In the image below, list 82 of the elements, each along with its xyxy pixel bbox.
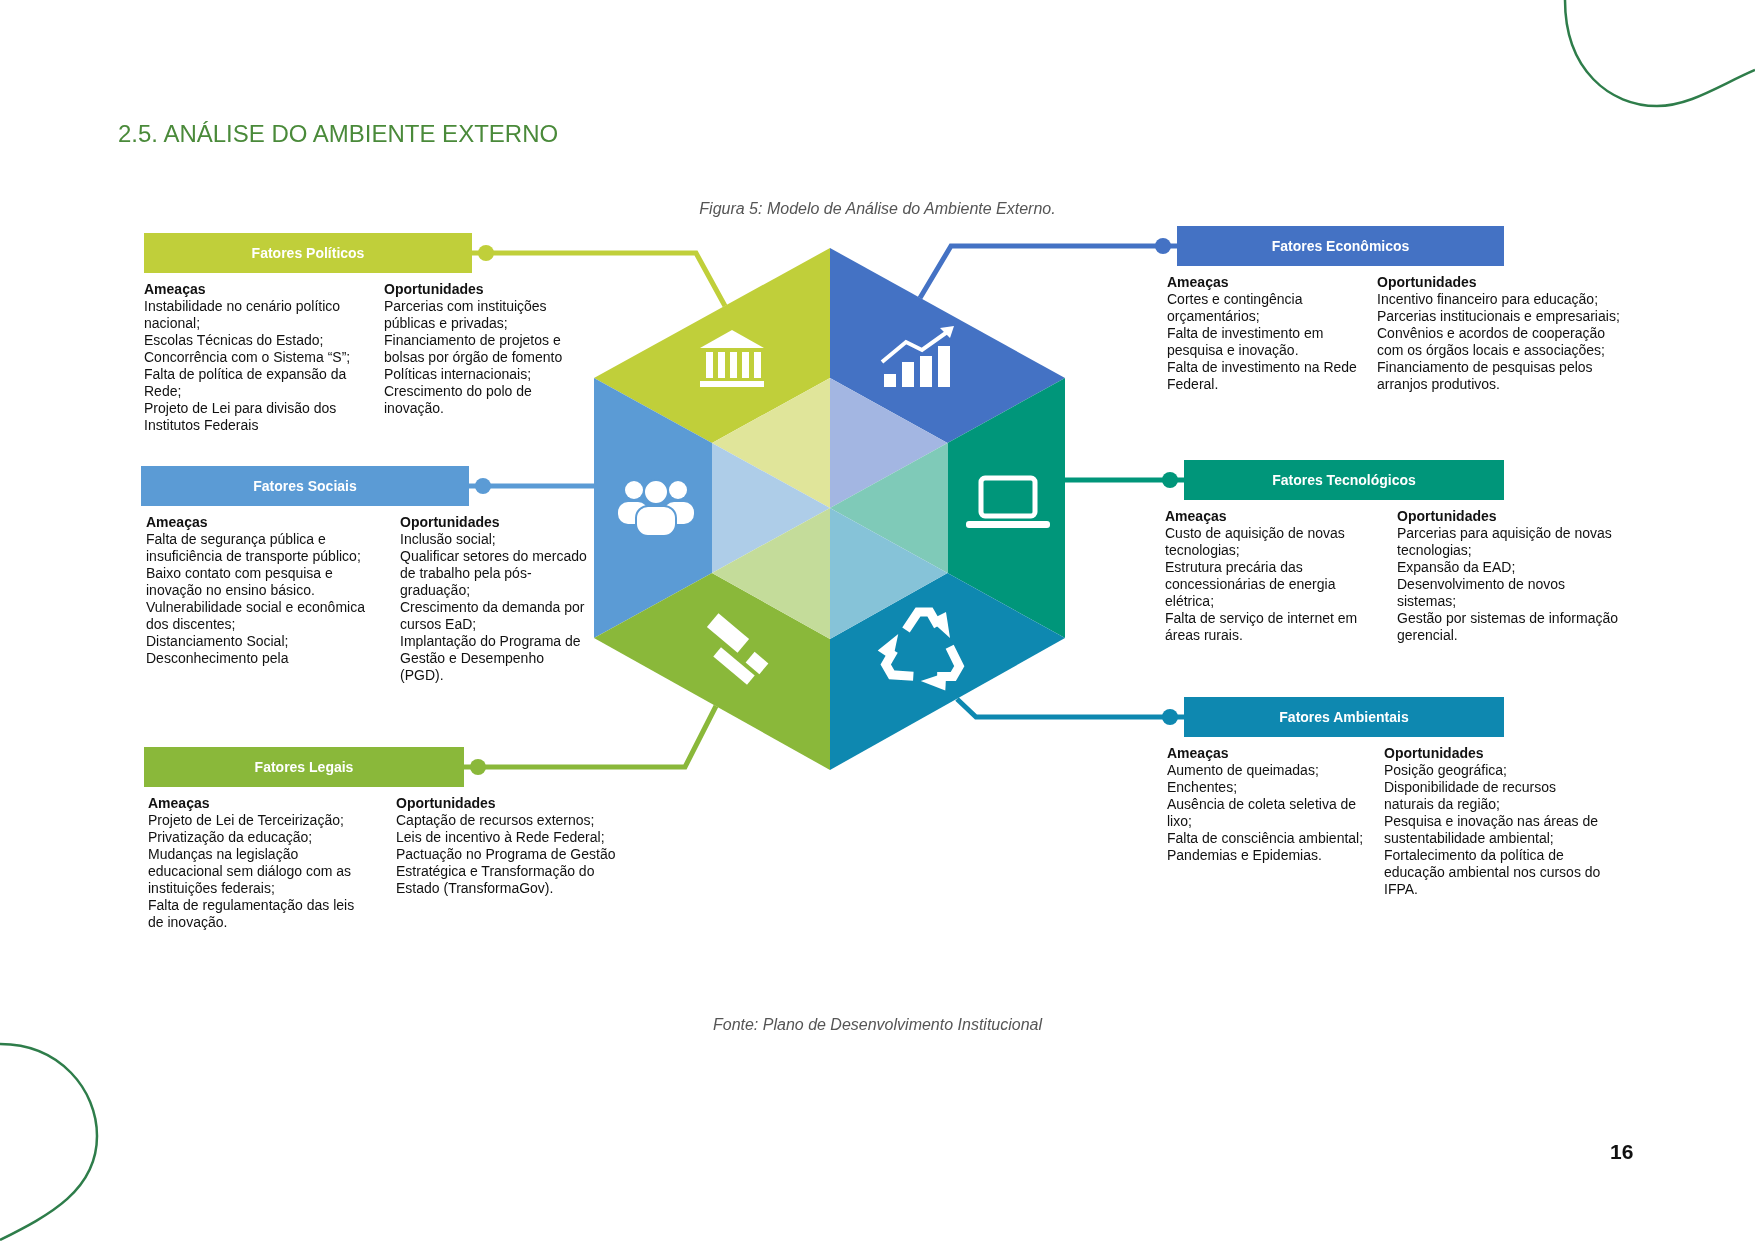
list-item: Privatização da educação; [148,829,314,846]
list-item: Falta de serviço de internet em áreas rurais. [1165,610,1359,644]
leader-line [469,478,594,494]
hexagon-segment [830,508,1065,770]
column-heading: Oportunidades [1384,745,1485,762]
hexagon-segment [594,378,830,638]
list-item: Falta de investimento na Rede Federal. [1167,359,1358,393]
list-item: Políticas internacionais; [384,366,533,383]
list-item: Qualificar setores do mercado de trabalho pela pós-graduação; [400,548,588,599]
column-heading: Oportunidades [384,281,485,298]
column-heading: Ameaças [1167,274,1230,291]
leader-line [472,245,728,308]
list-item: Mudanças na legislação educacional sem diálogo com as instituições federais; [148,846,353,897]
hexagon-segment [594,508,830,770]
category-header-bar: Fatores Políticos [144,233,472,273]
category-header-bar: Fatores Sociais [141,466,469,506]
list-item: Parcerias institucionais e empresariais; [1377,308,1621,325]
leader-line [1065,472,1184,488]
column-heading: Oportunidades [1397,508,1498,525]
list-item: Cortes e contingência orçamentários; [1167,291,1304,325]
list-item: Ausência de coleta seletiva de lixo; [1167,796,1358,830]
category-header-bar: Fatores Tecnológicos [1184,460,1504,500]
list-item: Captação de recursos externos; [396,812,596,829]
list-item: Incentivo financeiro para educação; [1377,291,1600,308]
list-item: Falta de consciência ambiental; [1167,830,1365,847]
list-item: Parcerias com instituições públicas e privadas; [384,298,548,332]
category-header-bar: Fatores Econômicos [1177,226,1504,266]
list-item: Posição geográfica; [1384,762,1508,779]
column-heading: Ameaças [146,514,209,531]
list-item: Pactuação no Programa de Gestão Estratégica e Transformação do Estado (TransformaGov). [396,846,616,897]
list-item: Financiamento de pesquisas pelos arranjos produtivos. [1377,359,1594,393]
list-item: Projeto de Lei para divisão dos Institutos Federais [144,400,338,434]
list-item: Crescimento da demanda por cursos EaD; [400,599,586,633]
list-item: Desenvolvimento de novos sistemas; [1397,576,1567,610]
list-item: Enchentes; [1167,779,1239,796]
list-item: Vulnerabilidade social e econômica dos discentes; [146,599,366,633]
category-header-bar: Fatores Legais [144,747,464,787]
column-heading: Ameaças [148,795,211,812]
list-item: Distanciamento Social; [146,633,290,650]
list-item: Pandemias e Epidemias. [1167,847,1323,864]
list-item: Fortalecimento da política de educação ambiental nos cursos do IFPA. [1384,847,1602,898]
list-item: Instabilidade no cenário político nacional; [144,298,342,332]
list-item: Escolas Técnicas do Estado; [144,332,325,349]
list-item: Falta de segurança pública e insuficiência de transporte público; [146,531,362,565]
leader-line [917,238,1177,300]
list-item: Financiamento de projetos e bolsas por órgão de fomento [384,332,564,366]
list-item: Leis de incentivo à Rede Federal; [396,829,606,846]
column-heading: Ameaças [1167,745,1230,762]
list-item: Falta de investimento em pesquisa e inovação. [1167,325,1325,359]
list-item: Inclusão social; [400,531,497,548]
list-item: Convênios e acordos de cooperação com os órgãos locais e associações; [1377,325,1607,359]
column-heading: Oportunidades [1377,274,1478,291]
page-number: 16 [1610,1140,1634,1164]
column-heading: Oportunidades [396,795,497,812]
list-item: Desconhecimento pela [146,650,290,667]
list-item: Baixo contato com pesquisa e inovação no ensino básico. [146,565,334,599]
list-item: Estrutura precária das concessionárias de energia elétrica; [1165,559,1337,610]
list-item: Projeto de Lei de Terceirização; [148,812,345,829]
list-item: Implantação do Programa de Gestão e Desempenho (PGD). [400,633,582,684]
hexagon-segment [830,378,1065,638]
list-item: Crescimento do polo de inovação. [384,383,533,417]
list-item: Disponibilidade de recursos naturais da região; [1384,779,1557,813]
category-header-bar: Fatores Ambientais [1184,697,1504,737]
leader-line [955,697,1184,725]
list-item: Concorrência com o Sistema “S”; [144,349,352,366]
figure-title: Figura 5: Modelo de Análise do Ambiente Externo. [698,200,1057,218]
list-item: Aumento de queimadas; [1167,762,1320,779]
section-heading: 2.5. ANÁLISE DO AMBIENTE EXTERNO [118,120,559,148]
list-item: Gestão por sistemas de informação gerencial. [1397,610,1619,644]
hexagon-segment [594,248,830,508]
list-item: Falta de política de expansão da Rede; [144,366,348,400]
column-heading: Ameaças [144,281,207,298]
list-item: Custo de aquisição de novas tecnologias; [1165,525,1346,559]
source-caption: Fonte: Plano de Desenvolvimento Institucional [711,1016,1044,1034]
column-heading: Ameaças [1165,508,1228,525]
hexagon-segment [830,248,1065,508]
list-item: Parcerias para aquisição de novas tecnologias; [1397,525,1613,559]
list-item: Falta de regulamentação das leis de inovação. [148,897,356,931]
list-item: Pesquisa e inovação nas áreas de sustentabilidade ambiental; [1384,813,1600,847]
column-heading: Oportunidades [400,514,501,531]
list-item: Expansão da EAD; [1397,559,1517,576]
leader-line [464,704,719,775]
